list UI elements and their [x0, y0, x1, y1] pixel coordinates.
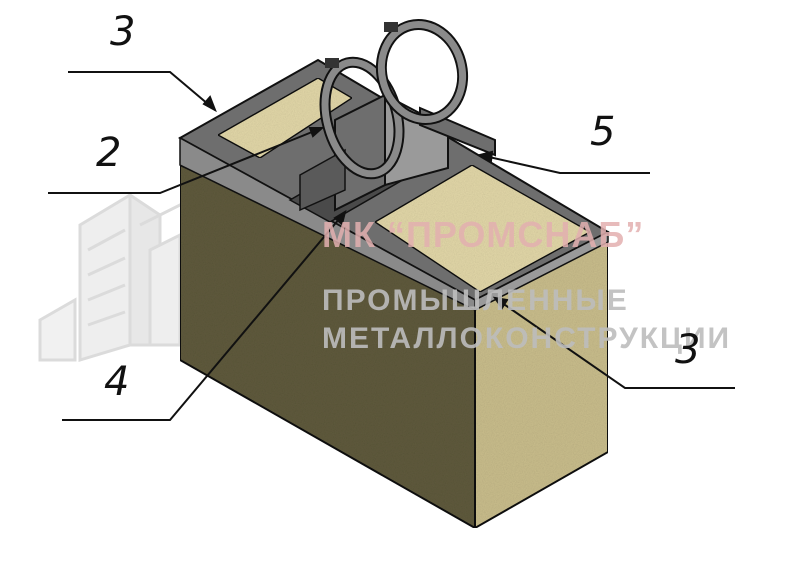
callout-label-right-upper: 5	[590, 109, 616, 155]
leader-2	[48, 127, 323, 194]
leader-4	[62, 211, 346, 421]
arrow-4	[333, 209, 347, 226]
callout-label-left-upper: 2	[96, 130, 122, 176]
leader-5	[479, 154, 650, 174]
watermark-line2: МЕТАЛЛОКОНСТРУКЦИИ	[322, 322, 732, 355]
watermark-title: МК “ПРОМСНАБ”	[322, 214, 645, 255]
pipe-clamp-back-icon	[375, 18, 469, 126]
watermark-line1: ПРОМЫШЛЕННЫЕ	[322, 284, 629, 317]
arrow-2	[308, 127, 325, 138]
callout-label-right-lower: 3	[675, 327, 701, 373]
leader-3-top	[68, 71, 216, 111]
watermark-building-icon	[38, 183, 221, 363]
leader-lines	[48, 71, 735, 421]
arrow-3-top	[202, 95, 217, 113]
callout-label-top-left: 3	[110, 9, 136, 55]
arrow-3-bottom	[492, 296, 509, 310]
callout-label-left-lower: 4	[104, 359, 130, 405]
arrow-5	[477, 150, 494, 163]
leader-3-bottom	[494, 297, 735, 389]
